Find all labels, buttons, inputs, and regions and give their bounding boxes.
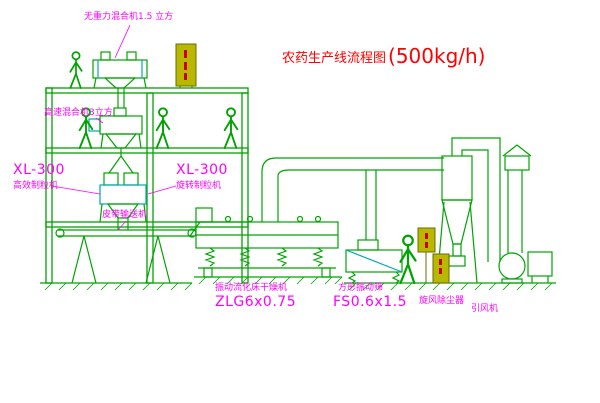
control-cabinet-low [432,253,450,284]
label-dryer: 振动流化床干燥机 ZLG6x0.75 [215,283,297,311]
fluid-bed-dryer [195,207,339,278]
screen-model: FS0.6x1.5 [333,294,408,311]
ground-line [40,276,556,291]
exhaust-duct [261,157,444,240]
granulator-right-name: 旋转制粒机 [176,180,222,191]
diagram-title: 农药生产线流程图 (500kg/h) [282,44,486,68]
dryer-model: ZLG6x0.75 [215,294,297,311]
panel-text-marks [184,62,187,70]
label-fan: 引风机 [471,304,499,314]
y-chute [108,148,134,174]
screen-name: 方形振动筛 [338,283,384,293]
label-belt-conveyor: 皮带输送机 [102,210,148,220]
control-cabinet-mid [417,227,436,283]
induced-draft-fan [498,251,553,284]
cyclone-outlet-duct [451,137,501,262]
label-top-mixer: 无重力混合机1.5 立方 [84,12,174,22]
title-capacity: (500kg/h) [388,44,486,68]
granulator-left-name: 高效制粒机 [13,180,59,191]
granulator [99,172,147,230]
label-granulator-right: XL-300 旋转制粒机 [176,163,228,191]
person-figure [69,51,83,89]
person-figure [223,107,239,149]
title-text: 农药生产线流程图 [282,50,387,66]
high-speed-mixer [88,107,143,149]
label-screen: 方形振动筛 FS0.6x1.5 [333,283,408,311]
person-figure [155,107,171,149]
belt-conveyor [55,221,201,284]
control-cabinet-top [175,43,197,88]
label-cyclone: 旋风除尘器 [419,296,465,306]
building-frame [45,87,249,284]
panel-text-marks [439,268,442,274]
vibrating-screen [345,239,403,284]
label-high-speed-mixer: 高速混合机3立方 [44,108,113,118]
exhaust-stack [502,144,532,253]
dryer-springs [204,247,324,267]
panel-text-marks [425,242,428,248]
granulator-left-model: XL-300 [13,162,65,178]
panel-text-marks [184,50,187,58]
dryer-name: 振动流化床干燥机 [215,283,288,293]
leader-lines [51,24,177,231]
person-figure [399,234,417,285]
zero-gravity-mixer [92,51,148,108]
panel-text-marks [439,259,442,265]
panel-text-marks [425,233,428,239]
label-granulator-left: XL-300 高效制粒机 [13,163,65,191]
panel-text-marks [184,73,187,80]
granulator-right-model: XL-300 [176,162,228,178]
